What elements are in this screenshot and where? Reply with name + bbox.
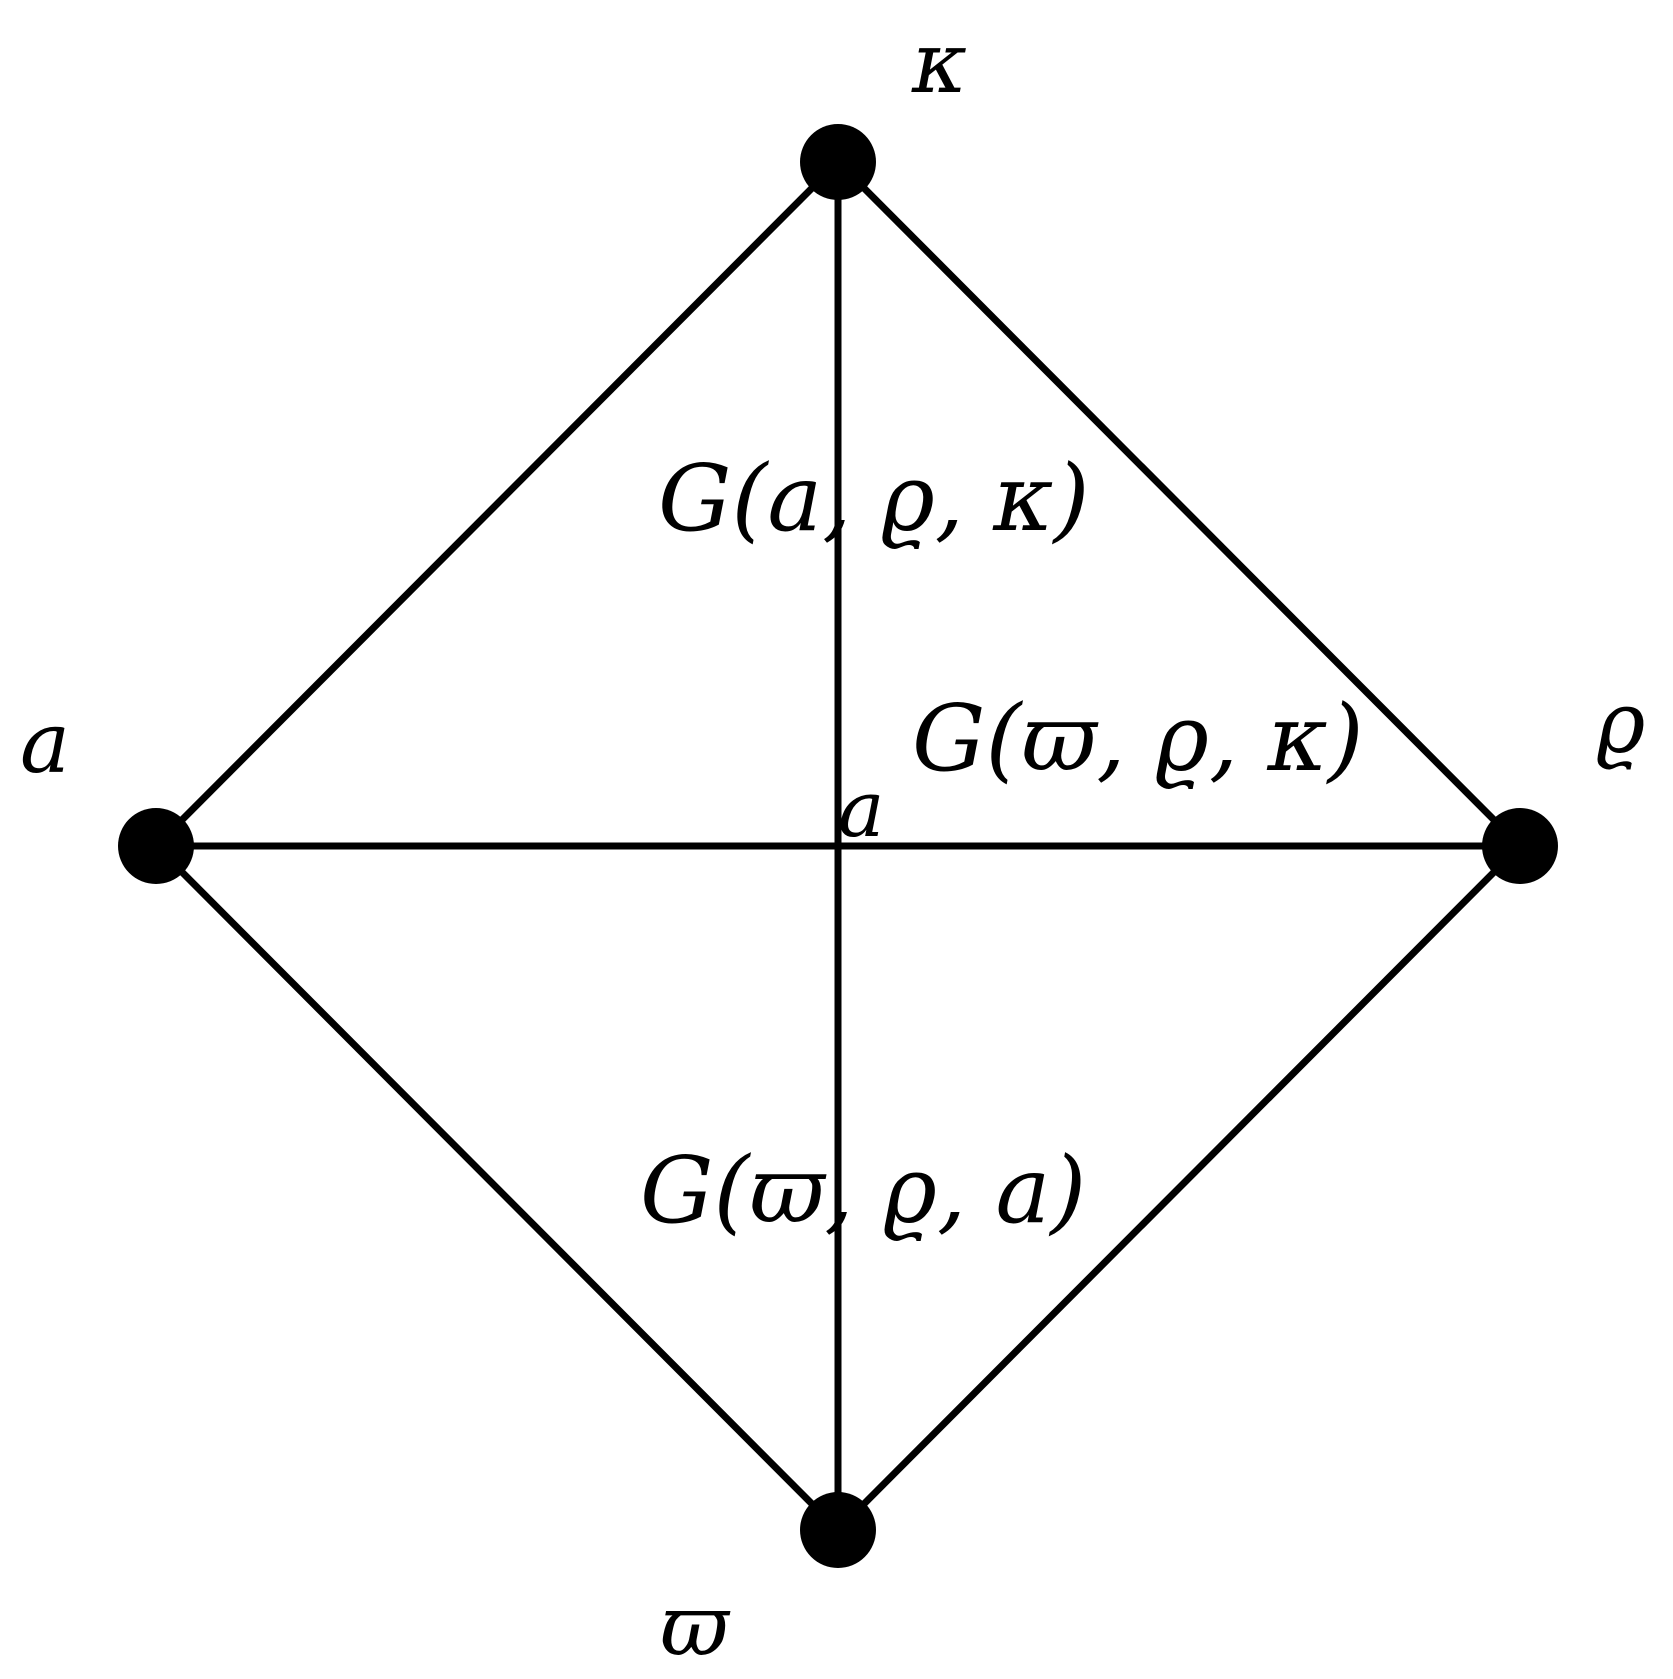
edge-top-right bbox=[835, 159, 1523, 849]
vertex-top bbox=[800, 124, 876, 200]
vertex-label-top: κ bbox=[911, 14, 967, 112]
vertex-right bbox=[1482, 808, 1558, 884]
face-label-lower: G(ϖ, ϱ, a) bbox=[640, 1137, 1086, 1244]
vertex-label-right: ϱ bbox=[1596, 674, 1645, 772]
vertex-label-left: a bbox=[20, 694, 70, 792]
edge-right-bottom bbox=[835, 843, 1523, 1533]
vertex-label-bottom: ϖ bbox=[660, 1577, 731, 1675]
face-label-right: G(ϖ, ϱ, κ) bbox=[912, 685, 1364, 792]
edge-top-left bbox=[153, 159, 841, 849]
edge-left-bottom bbox=[153, 843, 841, 1533]
face-label-upper: G(a, ϱ, κ) bbox=[658, 445, 1090, 552]
vertex-bottom bbox=[800, 1492, 876, 1568]
vertex-left bbox=[118, 808, 194, 884]
center-label: a bbox=[838, 765, 885, 855]
